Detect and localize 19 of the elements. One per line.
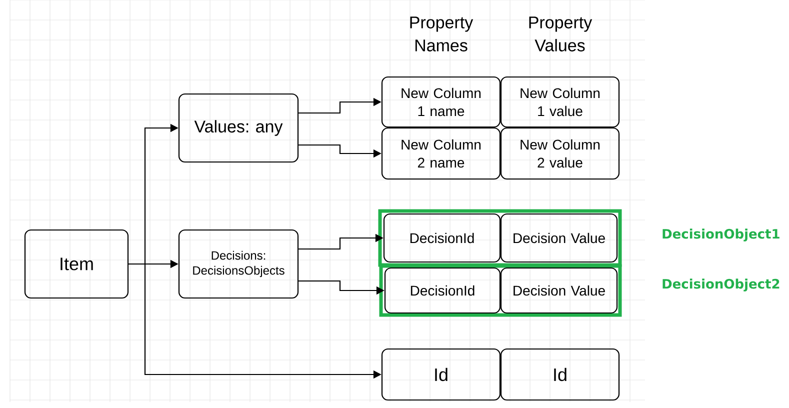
table-cell: Decision Value [500,267,618,314]
column-header: Property Values [529,16,592,52]
table-cell: Decision Value [500,213,618,263]
group-label: DecisionObject1 [662,228,780,242]
group-frame [379,264,622,317]
group-frame [378,209,622,267]
column-header: Property Names [410,16,474,52]
table-cell: New Column 1 value [500,76,620,128]
process-box: Values: any [178,93,299,163]
table-cell: DecisionId [383,213,501,263]
process-box: Decisions: DecisionsObjects [178,229,299,299]
process-box: Item [24,229,129,299]
table-cell: Id [500,348,620,401]
table-cell: New Column 2 name [381,127,501,180]
table-cell: DecisionId [384,267,501,314]
table-cell: Id [381,348,501,401]
table-cell: New Column 2 value [500,127,620,180]
table-cell: New Column 1 name [381,76,501,128]
group-label: DecisionObject2 [662,278,780,292]
